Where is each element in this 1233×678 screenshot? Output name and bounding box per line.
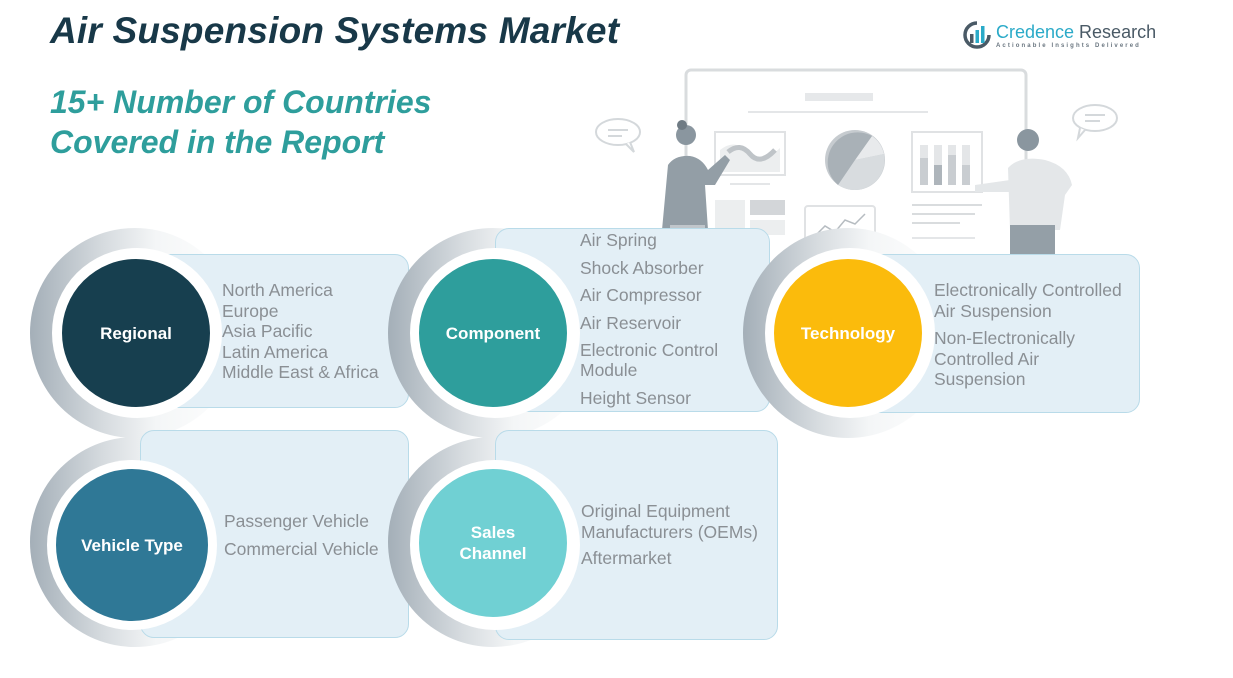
segment-circle-vehicle-type[interactable]: Vehicle Type [52, 465, 212, 625]
segment-item: Air Reservoir [580, 312, 682, 333]
logo-name-part1: Credence [996, 21, 1075, 42]
speech-bubble-icon [1072, 104, 1118, 142]
segment-item: Latin America [222, 341, 329, 362]
segment-label-vehicle-type: Vehicle Type [81, 535, 183, 555]
segment-circle-regional[interactable]: Regional [58, 255, 214, 411]
segment-item: Original Equipment Manufacturers (OEMs) [581, 501, 758, 542]
segment-item: Middle East & Africa [222, 362, 379, 382]
area-chart-icon [714, 131, 786, 176]
segment-item: Commercial Vehicle [224, 539, 379, 559]
segment-item: Shock Absorber [580, 257, 704, 278]
bar-chart-icon [911, 131, 983, 193]
logo-tagline: Actionable Insights Delivered [996, 42, 1141, 49]
segment-item: Non-Electronically Controlled Air Suspen… [934, 328, 1076, 389]
sales-channel-items: Original Equipment Manufacturers (OEMs) … [581, 501, 771, 569]
page-title: Air Suspension Systems Market [50, 10, 620, 51]
segment-circle-component[interactable]: Component [415, 255, 571, 411]
regional-items: North America Europe Asia Pacific Latin … [222, 280, 379, 383]
segment-label-sales-channel-line1: Sales [470, 523, 516, 542]
speech-bubble-icon [595, 118, 641, 153]
segment-item: Electronic Control Module [580, 340, 719, 380]
segment-item: North America [222, 280, 333, 300]
logo-name-part2: Research [1074, 21, 1157, 42]
page-subtitle: 15+ Number of Countries Covered in the R… [50, 82, 431, 162]
segment-label-regional: Regional [100, 323, 172, 343]
segment-item: Europe [222, 300, 279, 321]
segment-item: Air Spring [580, 230, 657, 250]
segment-circle-sales-channel[interactable]: Sales Channel [415, 465, 571, 621]
technology-items: Electronically Controlled Air Suspension… [934, 280, 1139, 390]
segment-label-component: Component [445, 323, 541, 343]
segment-item: Aftermarket [581, 548, 672, 568]
component-items: Air Spring Shock Absorber Air Compressor… [580, 230, 740, 408]
segment-item: Passenger Vehicle [224, 511, 369, 531]
pie-chart-icon [825, 130, 885, 191]
subtitle-line-2: Covered in the Report [50, 124, 385, 160]
segment-circle-technology[interactable]: Technology [770, 255, 926, 411]
segment-item: Asia Pacific [222, 321, 313, 341]
segment-item: Air Compressor [580, 285, 702, 305]
segment-label-technology: Technology [800, 323, 896, 343]
subtitle-line-1: 15+ Number of Countries [50, 84, 432, 120]
vehicle-type-items: Passenger Vehicle Commercial Vehicle [224, 511, 379, 559]
segment-item: Height Sensor [580, 387, 691, 408]
credence-research-logo: Credence Research Actionable Insights De… [962, 20, 1156, 50]
bar-chart-logo-icon [963, 21, 991, 49]
segment-item: Electronically Controlled Air Suspension [934, 280, 1122, 321]
segment-label-sales-channel-line2: Channel [459, 544, 527, 563]
